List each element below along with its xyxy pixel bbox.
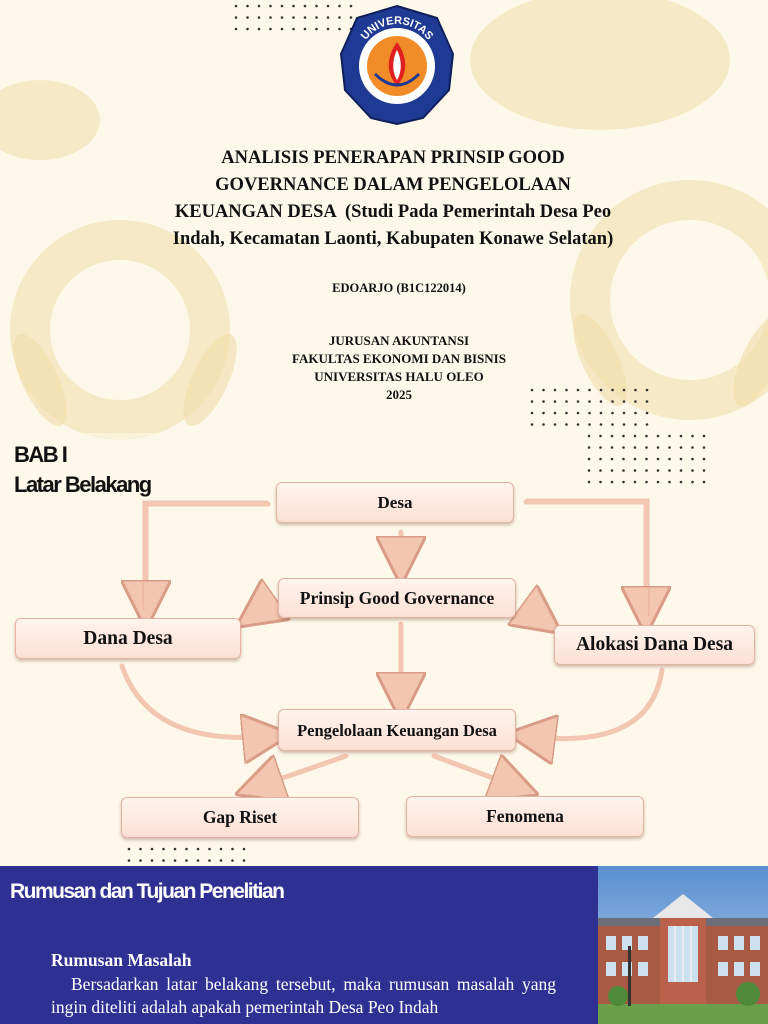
box-pengelolaan-keuangan-desa: Pengelolaan Keuangan Desa [278, 709, 516, 751]
chapter-title: Latar Belakang [14, 472, 152, 497]
university: UNIVERSITAS HALU OLEO [314, 369, 484, 384]
university-logo: UNIVERSITAS HALU OLEO [339, 4, 455, 126]
title-line-1: ANALISIS PENERAPAN PRINSIP GOOD [221, 148, 565, 168]
title-line-3: KEUANGAN DESA (Studi Pada Pemerintah Des… [174, 202, 612, 222]
dot-grid-bottom-left [127, 847, 246, 862]
faculty: FAKULTAS EKONOMI DAN BISNIS [292, 351, 506, 366]
building-photo [598, 866, 768, 1024]
title-line-4: Indah, Kecamatan Laonti, Kabupaten Konaw… [172, 229, 614, 249]
box-fenomena: Fenomena [406, 796, 644, 837]
section-title: Rumusan dan Tujuan Penelitian [10, 880, 285, 903]
box-gap-riset: Gap Riset [121, 797, 359, 838]
box-dana-desa: Dana Desa [15, 618, 241, 659]
title-line-2: GOVERNANCE DALAM PENGELOLAAN [215, 175, 571, 195]
chapter-heading: BAB I Latar Belakang [14, 440, 152, 500]
diagram-arrows [119, 498, 768, 860]
chapter-number: BAB I [14, 442, 68, 467]
author-name: EDOARJO (B1C122014) [332, 281, 466, 295]
year: 2025 [386, 387, 412, 402]
dot-grid-top [234, 4, 353, 31]
box-alokasi-dana-desa: Alokasi Dana Desa [554, 625, 755, 665]
section-band [0, 866, 598, 1024]
dot-grid-right-upper [530, 388, 649, 426]
section-body: Bersadarkan latar belakang tersebut, mak… [51, 974, 556, 1017]
dot-grid-right-lower [587, 434, 706, 484]
department: JURUSAN AKUNTANSI [328, 333, 470, 348]
section-subheading: Rumusan Masalah [51, 950, 192, 970]
thesis-title: ANALISIS PENERAPAN PRINSIP GOOD GOVERNAN… [140, 145, 646, 253]
institution-block: JURUSAN AKUNTANSI FAKULTAS EKONOMI DAN B… [200, 332, 598, 404]
box-prinsip-good-governance: Prinsip Good Governance [278, 578, 516, 618]
box-desa: Desa [276, 482, 514, 523]
